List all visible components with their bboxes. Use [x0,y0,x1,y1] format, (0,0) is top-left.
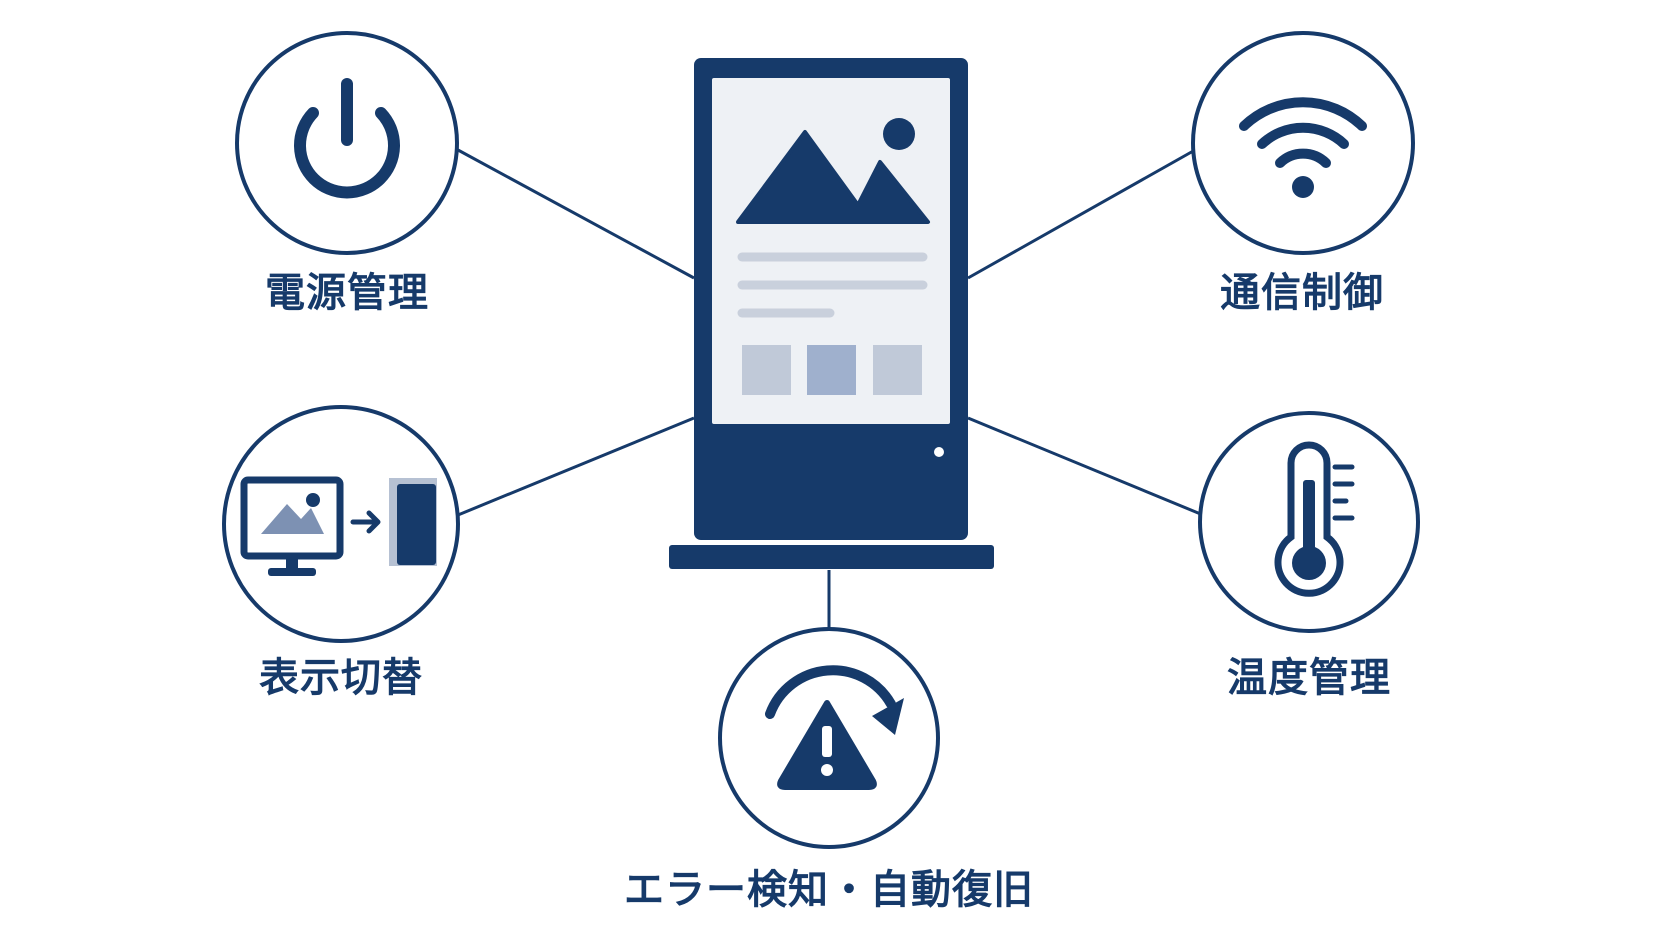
display-switch-icon [240,476,437,576]
feature-circle-network [1191,31,1415,255]
connector-display [457,416,695,517]
power-icon [294,78,400,199]
label-display: 表示切替 [259,655,423,701]
connector-power [457,148,695,280]
wifi-icon [1239,97,1367,168]
connector-temperature [967,416,1204,517]
image-placeholder-icon [736,118,930,224]
kiosk-base [669,545,994,569]
label-power: 電源管理 [265,270,429,316]
connector-network [967,148,1196,280]
indicator-light [934,447,944,457]
feature-circle-error [718,627,940,849]
feature-circle-temperature [1198,411,1420,633]
tile-placeholders [742,345,922,395]
label-temperature: 温度管理 [1227,655,1391,701]
label-network: 通信制御 [1220,270,1384,316]
kiosk-display-icon [669,58,994,569]
kiosk-screen [712,78,950,424]
feature-circle-display [222,405,460,643]
text-placeholder-lines [737,252,928,318]
label-error: エラー検知・自動復旧 [624,867,1034,913]
connector-lines [457,148,1204,630]
feature-circle-power [235,31,459,255]
warning-recovery-icon [765,665,904,790]
thermometer-icon [1274,441,1355,597]
